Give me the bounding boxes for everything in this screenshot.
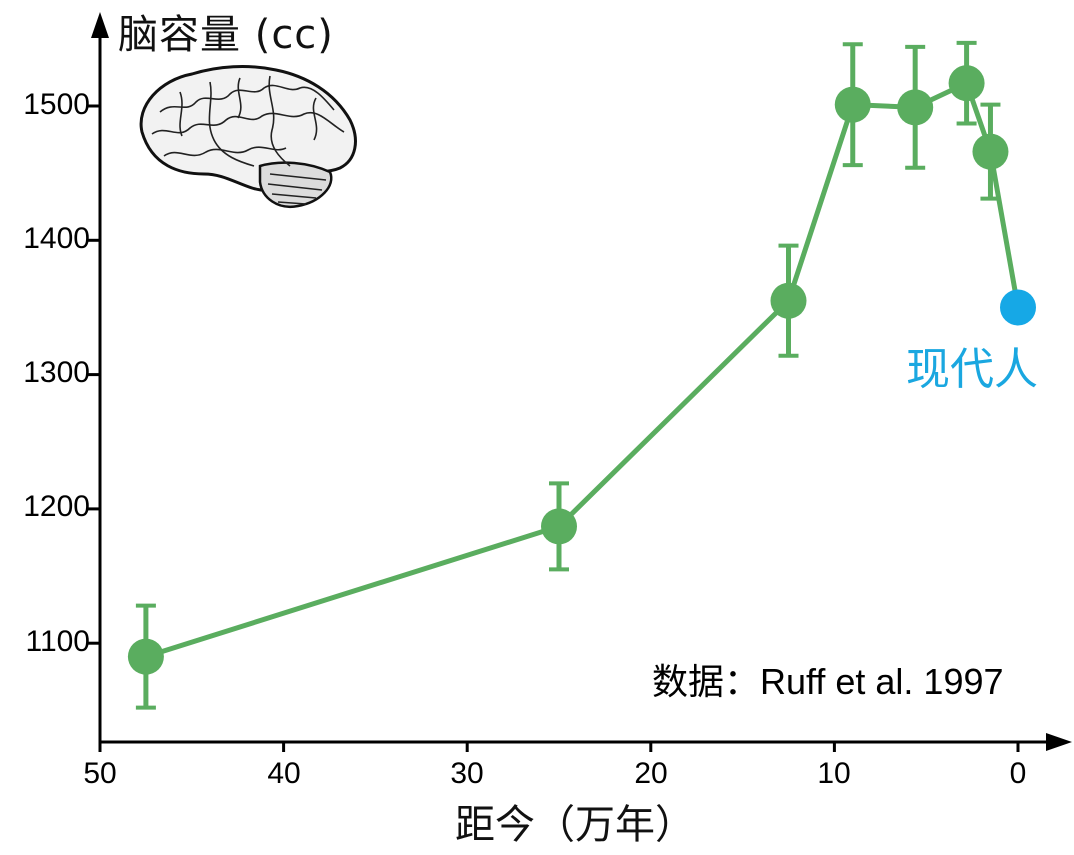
data-point: [972, 133, 1009, 170]
y-axis-title: 脑容量 (cc): [118, 12, 334, 58]
data-points: [127, 65, 1036, 675]
data-point: [897, 89, 934, 126]
axes: [88, 12, 1072, 752]
x-tick-label: 30: [450, 757, 484, 790]
data-point: [541, 508, 577, 545]
x-tick-label: 50: [83, 757, 117, 790]
brain-icon: [139, 65, 357, 209]
modern-human-label: 现代人: [906, 344, 1038, 395]
x-tick-label: 20: [634, 757, 668, 790]
x-tick-label: 40: [267, 757, 301, 790]
y-tick-label: 1200: [23, 490, 90, 523]
modern-human-point: [1000, 289, 1036, 326]
x-tick-label: 10: [817, 757, 851, 790]
y-tick-label: 1300: [23, 356, 90, 389]
data-point: [127, 638, 164, 675]
data-source-note: 数据：Ruff et al. 1997: [652, 661, 1004, 702]
data-point: [948, 65, 985, 102]
y-tick-label: 1100: [25, 625, 90, 658]
data-point: [834, 86, 871, 123]
data-point: [770, 282, 807, 319]
x-axis-title: 距今（万年）: [455, 802, 695, 848]
y-tick-label: 1400: [23, 222, 90, 255]
x-tick-label: 0: [1009, 757, 1027, 790]
y-tick-label: 1500: [23, 88, 90, 121]
